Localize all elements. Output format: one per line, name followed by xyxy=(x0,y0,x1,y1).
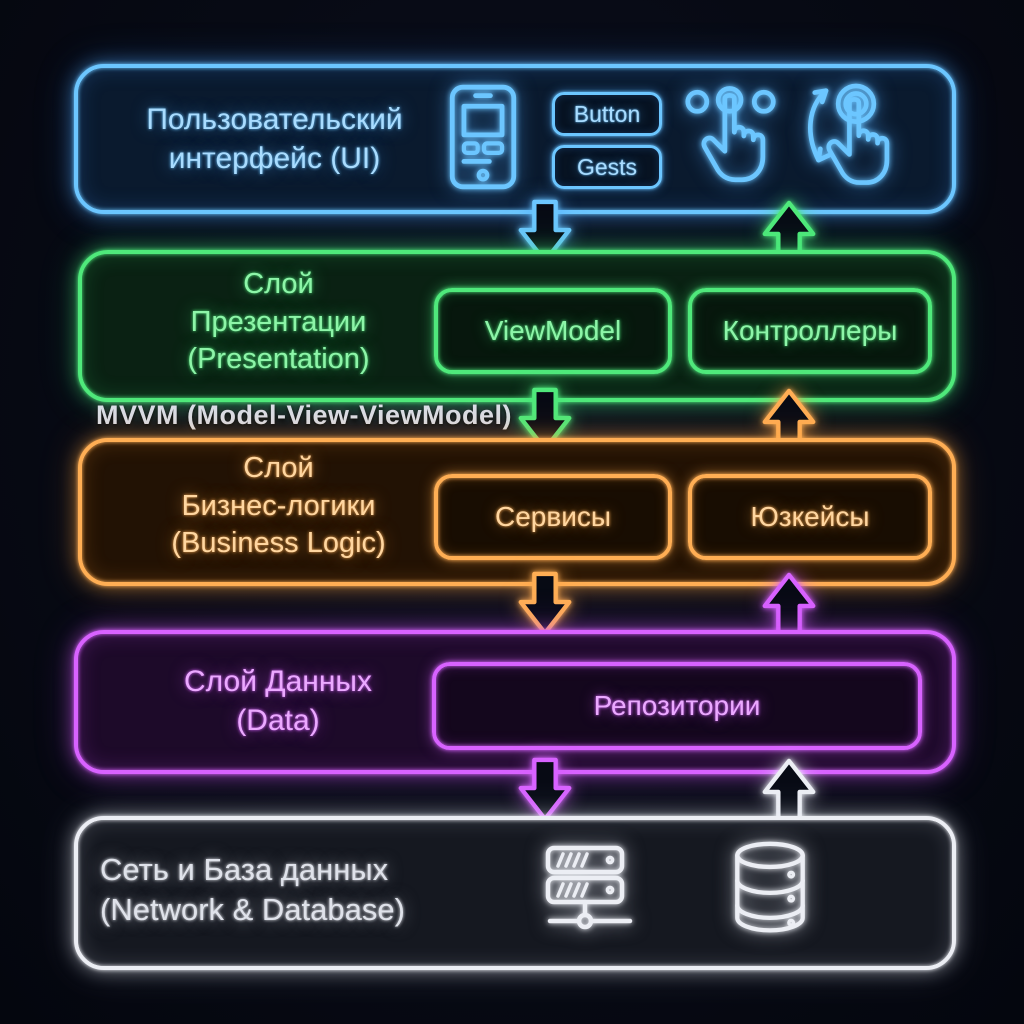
ui-layer-box: Пользовательский интерфейс (UI) Button G… xyxy=(74,64,956,214)
button-pill: Button xyxy=(552,92,662,136)
business-title-line2: Бизнес-логики xyxy=(181,489,376,522)
gests-pill: Gests xyxy=(552,145,662,189)
data-title-line2: (Data) xyxy=(236,704,320,737)
mvvm-note: MVVM (Model-View-ViewModel) xyxy=(96,400,513,430)
network-layer-box: Сеть и База данных (Network & Database) xyxy=(74,816,956,970)
server-icon xyxy=(540,844,640,936)
database-icon xyxy=(726,840,814,940)
services-box: Сервисы xyxy=(434,474,672,560)
arrow-up-network-to-data xyxy=(758,758,820,823)
viewmodel-box: ViewModel xyxy=(434,288,672,374)
data-layer-title: Слой Данных (Data) xyxy=(118,662,438,740)
presentation-title-line2: Презентации xyxy=(190,305,367,338)
usecases-box: Юзкейсы xyxy=(688,474,932,560)
ui-title-line1: Пользовательский xyxy=(146,103,403,136)
data-title-line1: Слой Данных xyxy=(184,665,372,698)
controllers-box: Контроллеры xyxy=(688,288,932,374)
presentation-layer-title: Слой Презентации (Presentation) xyxy=(106,266,451,379)
ui-title-line2: интерфейс (UI) xyxy=(168,142,381,175)
arrow-down-data-to-network xyxy=(514,757,576,822)
business-layer-box: Слой Бизнес-логики (Business Logic) Серв… xyxy=(78,438,956,586)
ui-layer-title: Пользовательский интерфейс (UI) xyxy=(102,100,447,178)
arrow-down-business-to-data xyxy=(514,571,576,636)
repositories-box: Репозитории xyxy=(432,662,922,750)
arrow-up-data-to-business xyxy=(758,572,820,637)
network-title-line1: Сеть и База данных xyxy=(100,852,389,887)
presentation-title-line1: Слой xyxy=(243,268,314,300)
usecases-label: Юзкейсы xyxy=(750,501,870,532)
smartphone-icon xyxy=(448,84,518,190)
gests-pill-label: Gests xyxy=(576,153,638,180)
data-layer-box: Слой Данных (Data) Репозитории xyxy=(74,630,956,774)
network-layer-title: Сеть и База данных (Network & Database) xyxy=(100,850,540,931)
network-title-line2: (Network & Database) xyxy=(100,892,405,928)
business-title-line1: Слой xyxy=(243,452,314,484)
swipe-tap-icon xyxy=(796,72,901,190)
business-title-line3: (Business Logic) xyxy=(171,527,386,560)
services-label: Сервисы xyxy=(494,501,611,532)
arrow-down-ui-to-presentation xyxy=(514,199,576,264)
arrow-down-presentation-to-business xyxy=(514,387,576,452)
presentation-title-line3: (Presentation) xyxy=(187,343,370,376)
viewmodel-label: ViewModel xyxy=(484,315,622,346)
presentation-layer-box: Слой Презентации (Presentation) ViewMode… xyxy=(78,250,956,402)
business-layer-title: Слой Бизнес-логики (Business Logic) xyxy=(106,450,451,563)
tap-buttons-icon xyxy=(684,82,779,190)
button-pill-label: Button xyxy=(573,100,641,127)
controllers-label: Контроллеры xyxy=(722,315,898,346)
repositories-label: Репозитории xyxy=(593,690,761,721)
